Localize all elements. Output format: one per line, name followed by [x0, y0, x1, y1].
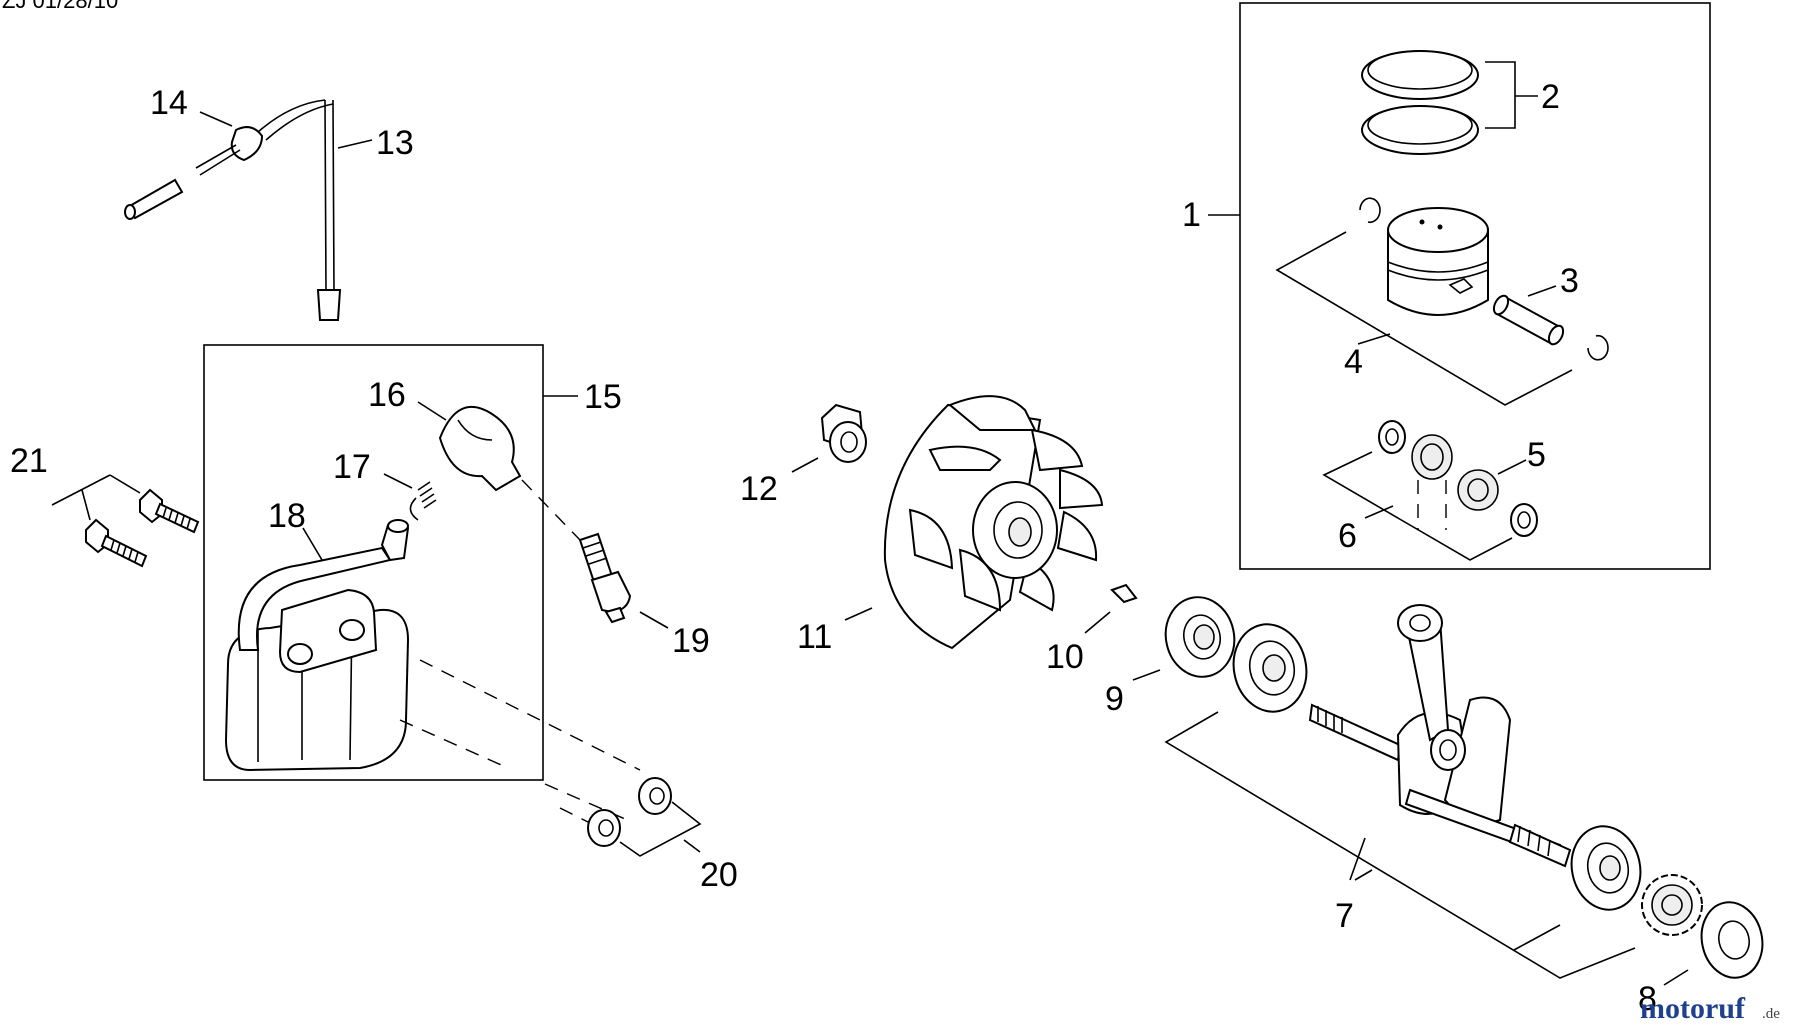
piston [1387, 207, 1489, 316]
callout-19: 19 [672, 622, 710, 660]
callout-5: 5 [1527, 436, 1546, 474]
flywheel [883, 395, 1104, 650]
callout-11: 11 [797, 618, 832, 656]
stop-switch-wire [124, 99, 342, 321]
coil-bushing-lower [587, 809, 621, 847]
piston-ring-upper [1361, 50, 1479, 100]
callout-15: 15 [584, 378, 622, 416]
callout-8: 8 [1638, 980, 1657, 1018]
piston-ring-lower [1361, 105, 1479, 155]
callout-20: 20 [700, 856, 738, 894]
needle-bearing-cage [1411, 434, 1453, 480]
callout-6: 6 [1338, 517, 1357, 555]
callout-2: 2 [1541, 78, 1560, 116]
watermark-suffix: .de [1762, 1006, 1780, 1022]
callout-14: 14 [150, 84, 188, 122]
spark-plug-cap [438, 405, 522, 492]
watermark-brand: motoruf [1640, 992, 1746, 1025]
callout-17: 17 [333, 448, 371, 486]
watermark-logo: motoruf .de [1640, 992, 1780, 1025]
callout-3: 3 [1560, 262, 1579, 300]
piston-pin [1492, 294, 1565, 346]
flywheel-nut [820, 403, 867, 463]
drive-gear [1641, 874, 1703, 936]
callout-12: 12 [740, 470, 778, 508]
piston-kit-frame [1239, 2, 1711, 570]
crankshaft [1308, 604, 1572, 868]
callout-13: 13 [376, 124, 414, 162]
callout-10: 10 [1046, 638, 1084, 676]
ignition-coil [224, 519, 410, 772]
callout-21: 21 [10, 442, 48, 480]
thrust-washer-right [1510, 503, 1538, 537]
ignition-module-frame [203, 344, 544, 781]
coil-bolt-upper [139, 488, 200, 534]
spring-clip [409, 481, 437, 521]
thrust-washer-left [1378, 420, 1406, 454]
callout-18: 18 [268, 497, 306, 535]
callout-16: 16 [368, 376, 406, 414]
crank-seal-right [1700, 901, 1764, 979]
flywheel-key [1110, 583, 1138, 604]
main-bearing-left [1232, 623, 1308, 713]
needle-bearing [1457, 469, 1499, 511]
circlip-lower [1587, 334, 1609, 361]
callout-7: 7 [1335, 897, 1354, 935]
revision-header: ZJ 01/28/10 [2, 0, 118, 13]
coil-bolt-lower [85, 518, 148, 568]
spark-plug [578, 532, 632, 624]
main-bearing-right [1570, 825, 1642, 911]
coil-bushing-upper [638, 777, 672, 815]
callout-1: 1 [1182, 196, 1201, 234]
circlip-upper [1359, 197, 1381, 224]
callout-9: 9 [1105, 680, 1124, 718]
callout-4: 4 [1344, 343, 1363, 381]
crank-seal [1164, 596, 1236, 678]
